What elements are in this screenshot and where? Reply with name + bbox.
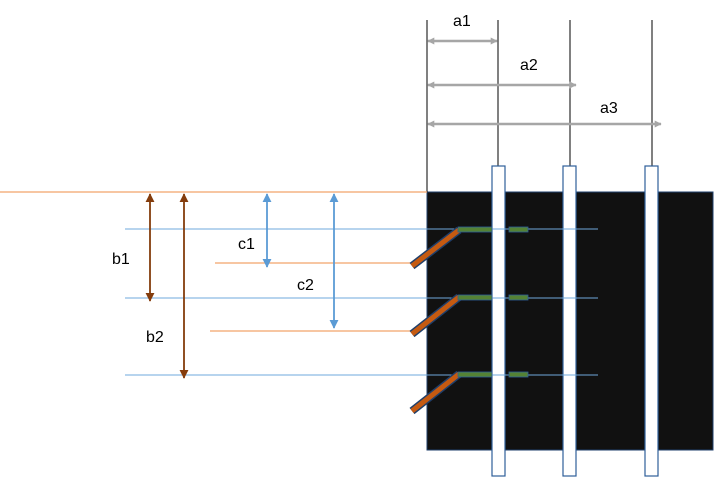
- arm-group-2: [409, 293, 529, 338]
- label-b2: b2: [146, 329, 164, 346]
- label-a3: a3: [600, 100, 618, 117]
- arm-group-3: [409, 370, 529, 415]
- label-a1: a1: [453, 13, 471, 30]
- label-b1: b1: [112, 251, 130, 268]
- green-bar-2a: [457, 294, 493, 301]
- label-a2: a2: [520, 57, 538, 74]
- green-bar-3a: [457, 371, 493, 378]
- label-c1: c1: [238, 236, 255, 253]
- green-bar-1a: [457, 226, 493, 233]
- green-bar-1b: [508, 226, 529, 233]
- slot-1: [491, 165, 506, 477]
- green-bar-2b: [508, 294, 529, 301]
- label-c2: c2: [297, 277, 314, 294]
- slot-3: [644, 165, 659, 477]
- green-bar-3b: [508, 371, 529, 378]
- arm-group-1: [409, 226, 529, 270]
- slot-2: [562, 165, 577, 477]
